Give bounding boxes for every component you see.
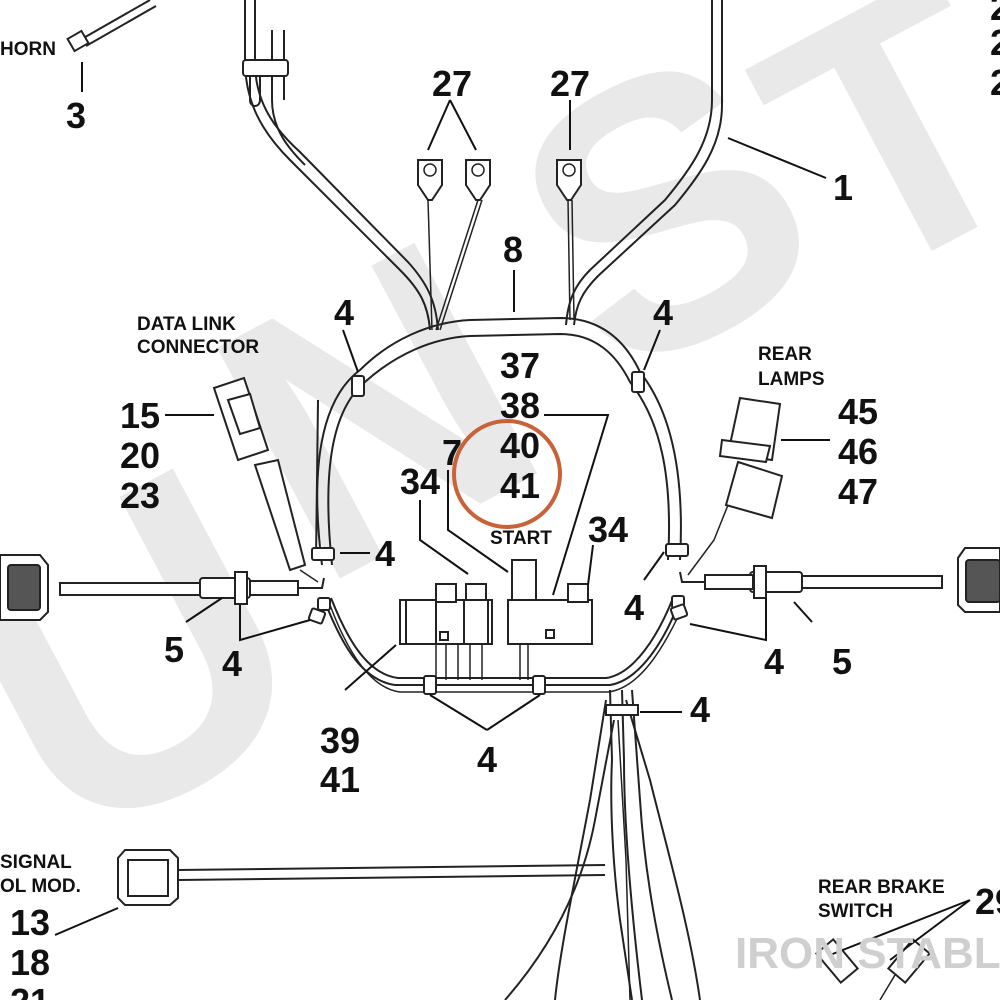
callout-45: 45 — [838, 391, 878, 432]
rear-brake-switch — [814, 937, 932, 1000]
callout-4-right-mid: 4 — [624, 587, 644, 628]
callout-8: 8 — [503, 229, 523, 270]
brand-watermark: IRON STABLE — [735, 929, 1000, 978]
callout-37: 37 — [500, 345, 540, 386]
callout-40: 40 — [500, 425, 540, 466]
signal-label-line1: SIGNAL — [0, 852, 72, 873]
callout-4-left-low: 4 — [222, 643, 242, 684]
highlight-circle — [452, 419, 562, 529]
callout-4-bottom: 4 — [477, 739, 497, 780]
signal-module-connector — [117, 849, 606, 906]
data-link-connector — [212, 376, 319, 583]
horn-label: HORN — [0, 39, 56, 60]
leader-lines — [54, 62, 971, 961]
data-link-label-line2: CONNECTOR — [137, 337, 259, 358]
callout-34-left: 34 — [400, 461, 440, 502]
callout-numbers: 3 27 27 1 8 4 4 37 38 40 41 7 15 20 23 4… — [10, 0, 1000, 1000]
part-labels: HORN DATA LINK CONNECTOR REAR LAMPS STAR… — [0, 39, 945, 922]
callout-34-right: 34 — [588, 509, 628, 550]
callout-3: 3 — [66, 95, 86, 136]
harness-loop — [315, 316, 685, 693]
lower-trunk — [504, 689, 701, 1000]
callout-4-lower-right: 4 — [690, 689, 710, 730]
callout-46: 46 — [838, 431, 878, 472]
rear-lamps-label-line2: LAMPS — [758, 369, 825, 390]
callout-2-c: 2 — [990, 62, 1000, 103]
callout-39: 39 — [320, 720, 360, 761]
rear-brake-label-line2: SWITCH — [818, 901, 893, 922]
data-link-label-line1: DATA LINK — [137, 314, 236, 335]
callout-21: 21 — [10, 981, 50, 1000]
callout-7: 7 — [442, 432, 462, 473]
callout-23: 23 — [120, 475, 160, 516]
callout-5-right: 5 — [832, 641, 852, 682]
ring-terminals — [417, 159, 582, 331]
signal-label-line2: OL MOD. — [0, 876, 81, 897]
callout-41: 41 — [500, 465, 540, 506]
callout-15: 15 — [120, 395, 160, 436]
rear-lamps-label-line1: REAR — [758, 344, 812, 365]
horn-connector — [66, 0, 157, 53]
left-connector — [0, 554, 325, 621]
callout-4-top-left: 4 — [334, 292, 354, 333]
callout-5-left: 5 — [164, 629, 184, 670]
rear-lamp-connectors — [687, 396, 784, 576]
callout-13: 13 — [10, 902, 50, 943]
callout-20: 20 — [120, 435, 160, 476]
callout-4-top-right: 4 — [653, 292, 673, 333]
callout-2-a: 2 — [990, 0, 1000, 28]
callout-47: 47 — [838, 471, 878, 512]
callout-38: 38 — [500, 385, 540, 426]
callout-27-left: 27 — [432, 63, 472, 104]
callout-4-right-low: 4 — [764, 641, 784, 682]
right-connector — [679, 547, 1000, 613]
callout-27-right: 27 — [550, 63, 590, 104]
callout-41-bottom: 41 — [320, 759, 360, 800]
upper-wires — [242, 0, 723, 331]
rear-brake-label-line1: REAR BRAKE — [818, 877, 945, 898]
callout-1: 1 — [833, 167, 853, 208]
relay-blocks — [399, 559, 593, 680]
callout-29: 29 — [975, 881, 1000, 922]
callout-2-b: 2 — [990, 22, 1000, 63]
start-label: START — [490, 528, 552, 549]
callout-4-left-mid: 4 — [375, 533, 395, 574]
callout-18: 18 — [10, 942, 50, 983]
cable-ties — [307, 371, 689, 695]
